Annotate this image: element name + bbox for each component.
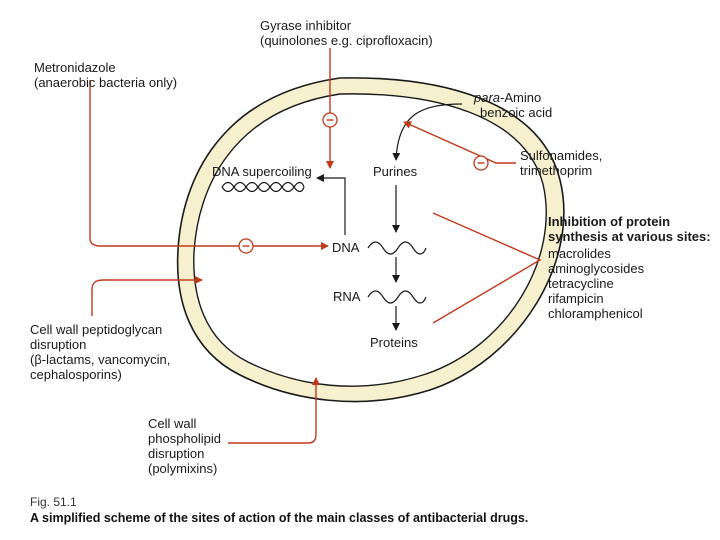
minus-circle-metronidazole — [238, 238, 254, 254]
label-dna-supercoiling: DNA supercoiling — [212, 164, 312, 179]
label-para-aminobenzoic-acid: para-Amino benzoic acid — [474, 90, 553, 120]
rna-strand-wave — [367, 290, 427, 304]
sulfonamides-line — [403, 121, 516, 164]
label-proteins: Proteins — [370, 335, 418, 350]
label-purines: Purines — [373, 164, 418, 179]
label-gyrase-inhibitor: Gyrase inhibitor (quinolones e.g. ciprof… — [260, 18, 433, 48]
label-metronidazole: Metronidazole (anaerobic bacteria only) — [34, 60, 178, 90]
label-para-rest: -Amino — [500, 90, 542, 105]
figure-caption: A simplified scheme of the sites of acti… — [30, 511, 529, 525]
minus-circle-sulfonamides — [473, 155, 489, 171]
protein-synthesis-bracket — [432, 212, 542, 324]
label-protein-synthesis-heading: Inhibition of protein synthesis at vario… — [548, 214, 711, 244]
cell-wall-phospholipid-line — [228, 377, 320, 444]
metronidazole-line — [89, 80, 329, 250]
cell-inner-membrane — [193, 93, 547, 387]
label-cell-wall-peptidoglycan: Cell wall peptidoglycan disruption (β-la… — [30, 322, 171, 382]
label-para-italic: para — [474, 90, 501, 105]
label-cell-wall-phospholipid: Cell wall phospholipid disruption (polym… — [148, 416, 222, 476]
drug-tetracycline: tetracycline — [548, 276, 614, 291]
drug-aminoglycosides: aminoglycosides — [548, 261, 645, 276]
dna-strand-wave — [367, 241, 427, 255]
label-dna: DNA — [332, 240, 360, 255]
arrow-dna-to-supercoiling — [316, 174, 346, 235]
label-rna: RNA — [333, 289, 361, 304]
arrow-paba-to-purines — [392, 103, 463, 161]
minus-circle-gyrase — [322, 112, 338, 128]
drug-rifampicin: rifampicin — [548, 291, 604, 306]
dna-supercoil-helix — [221, 181, 305, 193]
label-sulfonamides: Sulfonamides, trimethoprim — [520, 148, 603, 178]
cell-wall-peptidoglycan-line — [91, 276, 203, 316]
figure-number: Fig. 51.1 — [30, 495, 77, 509]
drug-macrolides: macrolides — [548, 246, 611, 261]
label-protein-synthesis-drugs: macrolides aminoglycosides tetracycline … — [548, 246, 644, 321]
drug-chloramphenicol: chloramphenicol — [548, 306, 643, 321]
